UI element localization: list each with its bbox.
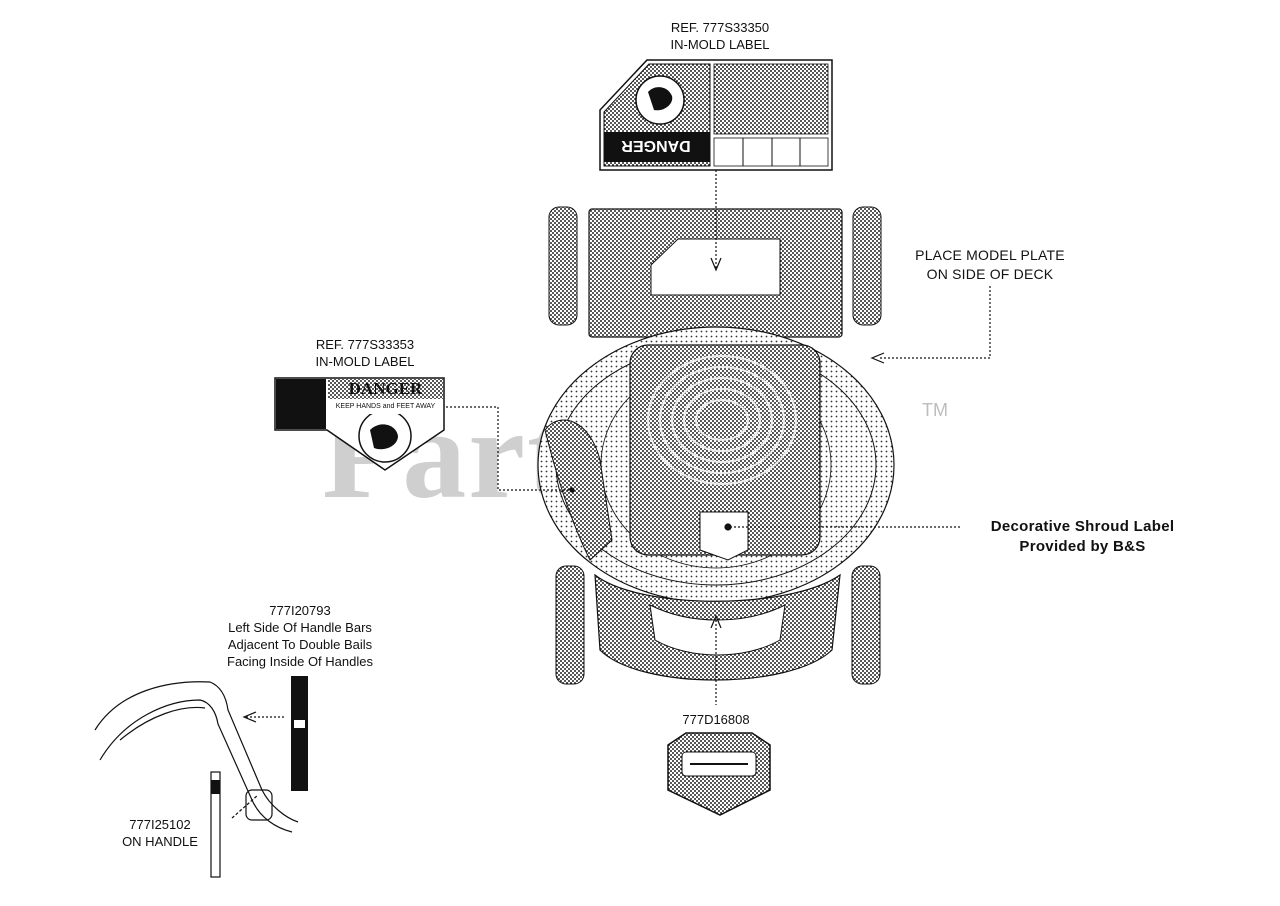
handle-bar-label-strip bbox=[291, 676, 308, 791]
shroud-line2: Provided by B&S bbox=[1019, 538, 1146, 555]
rear-part: 777D16808 bbox=[682, 712, 750, 727]
rear-label-callout: 777D16808 bbox=[660, 711, 772, 728]
top-danger-ref: REF. 777S33350 bbox=[670, 20, 770, 35]
top-danger-type: IN-MOLD LABEL bbox=[670, 37, 770, 52]
rear-label-graphic bbox=[667, 732, 771, 816]
top-danger-label-graphic: DANGER bbox=[599, 59, 833, 171]
arrowheads bbox=[242, 257, 885, 723]
handle-bars-line1: Left Side Of Handle Bars bbox=[228, 620, 372, 635]
top-danger-label-callout: REF. 777S33350 IN-MOLD LABEL bbox=[632, 19, 808, 53]
watermark-trademark: TM bbox=[922, 400, 948, 420]
shroud-label-callout: Decorative Shroud Label Provided by B&S bbox=[960, 517, 1205, 557]
handle-line1: ON HANDLE bbox=[122, 834, 198, 849]
handle-callout: 777I25102 ON HANDLE bbox=[100, 816, 220, 850]
left-danger-sign-title: DANGER bbox=[348, 379, 423, 398]
shroud-line1: Decorative Shroud Label bbox=[990, 518, 1175, 535]
handle-drawing bbox=[94, 681, 299, 833]
handle-label-strip bbox=[210, 771, 221, 878]
model-plate-callout: PLACE MODEL PLATE ON SIDE OF DECK bbox=[890, 246, 1090, 284]
handle-bars-callout: 777I20793 Left Side Of Handle Bars Adjac… bbox=[200, 602, 400, 670]
handle-bars-part: 777I20793 bbox=[269, 603, 331, 618]
svg-text:DANGER: DANGER bbox=[621, 137, 691, 154]
leader-lines bbox=[246, 170, 991, 718]
handle-bars-line3: Facing Inside Of Handles bbox=[227, 654, 373, 669]
handle-bars-line2: Adjacent To Double Bails bbox=[227, 637, 373, 652]
left-danger-sign-subtitle: KEEP HANDS and FEET AWAY bbox=[328, 400, 443, 414]
model-plate-line2: ON SIDE OF DECK bbox=[926, 266, 1054, 282]
model-plate-line1: PLACE MODEL PLATE bbox=[915, 247, 1065, 263]
left-danger-ref: REF. 777S33353 bbox=[315, 337, 415, 352]
left-danger-label-callout: REF. 777S33353 IN-MOLD LABEL bbox=[290, 336, 440, 370]
left-danger-type: IN-MOLD LABEL bbox=[315, 354, 415, 369]
mower-deck bbox=[537, 206, 895, 685]
handle-part: 777I25102 bbox=[129, 817, 191, 832]
